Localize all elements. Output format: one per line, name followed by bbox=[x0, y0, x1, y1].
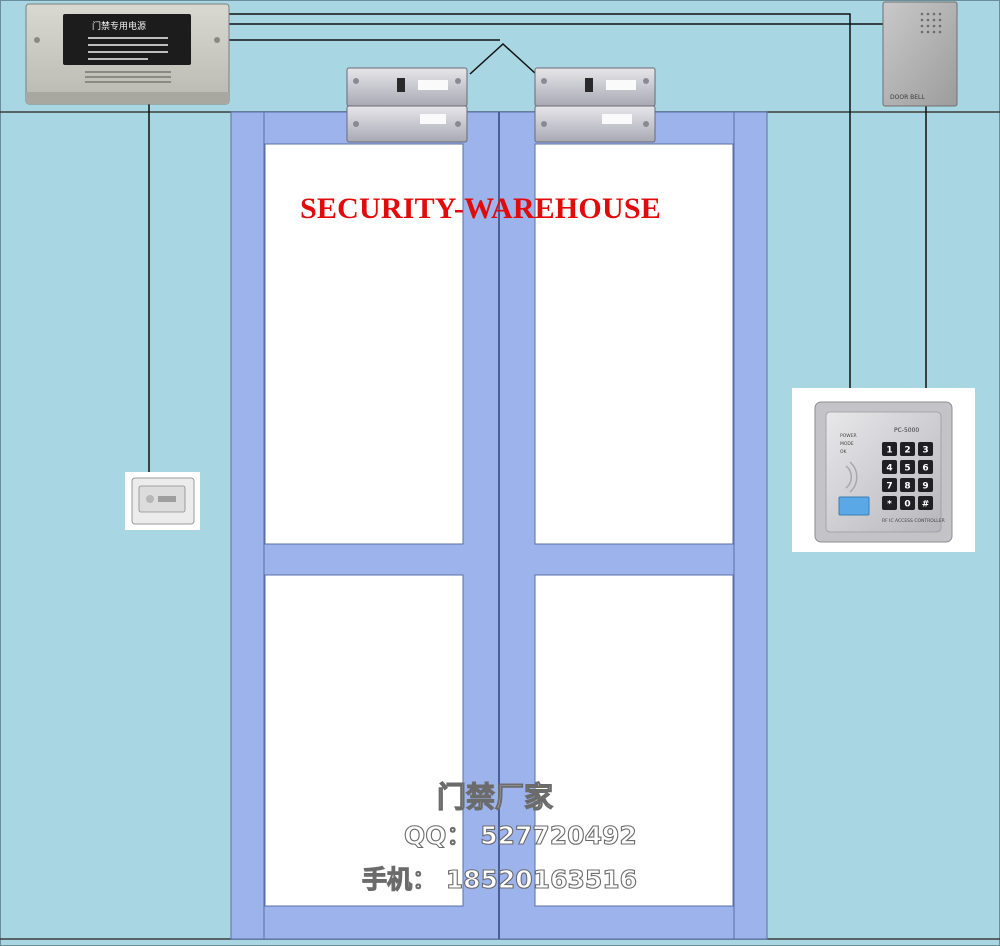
doorbell-label: DOOR BELL bbox=[890, 94, 925, 101]
access-keypad: PC-5000 POWER MODE OK 1 2 3 4 5 6 7 8 9 * 0 # RF IC… bbox=[792, 388, 975, 552]
keypad-footer: RF IC ACCESS CONTROLLER bbox=[882, 518, 945, 524]
keypad-model: PC-5000 bbox=[894, 427, 919, 434]
glass-right-top bbox=[534, 143, 734, 545]
keypad-key bbox=[882, 442, 897, 456]
keypad-key-label: 9 bbox=[922, 482, 928, 492]
magnetic-lock-right bbox=[534, 67, 656, 143]
contact-qq: QQ： 527720492 bbox=[403, 820, 637, 850]
keypad-key bbox=[918, 478, 933, 492]
keypad-key-label: # bbox=[922, 500, 930, 510]
keypad-key-label: 7 bbox=[886, 482, 892, 492]
contact-title: 门禁厂家 bbox=[436, 779, 554, 814]
contact-phone: 手机： 18520163516 bbox=[361, 864, 638, 894]
keypad-key bbox=[900, 478, 915, 492]
keypad-key bbox=[900, 442, 915, 456]
keypad-key bbox=[882, 478, 897, 492]
keypad-status-ok: OK bbox=[840, 449, 848, 455]
keypad-key-label: 5 bbox=[904, 464, 910, 474]
keypad-key bbox=[882, 496, 897, 510]
keypad-key-label: 2 bbox=[904, 446, 910, 456]
keypad-key bbox=[900, 496, 915, 510]
keypad-key-label: 3 bbox=[922, 446, 928, 456]
glass-left-bottom bbox=[264, 574, 464, 907]
exit-button-device bbox=[125, 472, 200, 530]
brand-label: SECURITY-WAREHOUSE bbox=[300, 192, 661, 225]
power-supply-label: 门禁专用电源 bbox=[92, 20, 146, 32]
keypad-keys: 1 2 3 4 5 6 7 8 9 * 0 # bbox=[882, 442, 933, 510]
keypad-key bbox=[918, 460, 933, 474]
keypad-key-label: 0 bbox=[904, 500, 910, 510]
keypad-key bbox=[918, 442, 933, 456]
keypad-key-label: 8 bbox=[904, 482, 910, 492]
keypad-key bbox=[918, 496, 933, 510]
doorbell: DOOR BELL bbox=[882, 1, 958, 107]
glass-right-bottom bbox=[534, 574, 734, 907]
keypad-key bbox=[900, 460, 915, 474]
keypad-status-power: POWER bbox=[840, 433, 857, 439]
power-supply-unit: 门禁专用电源 bbox=[25, 3, 230, 105]
keypad-key bbox=[882, 460, 897, 474]
keypad-key-label: * bbox=[887, 500, 892, 510]
keypad-status-mode: MODE bbox=[840, 441, 854, 447]
magnetic-lock-left bbox=[346, 67, 468, 143]
glass-left-top bbox=[264, 143, 464, 545]
keypad-key-label: 1 bbox=[886, 446, 892, 456]
keypad-key-label: 6 bbox=[922, 464, 928, 474]
keypad-key-label: 4 bbox=[886, 464, 892, 474]
